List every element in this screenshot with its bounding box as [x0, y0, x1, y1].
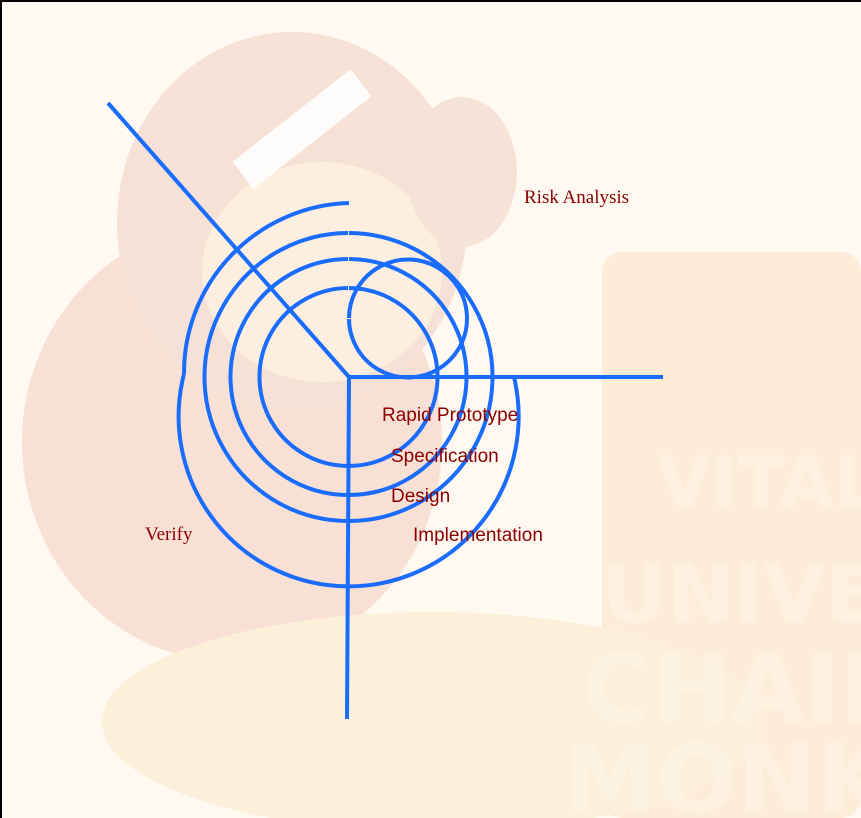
verify-label: Verify	[145, 524, 193, 545]
risk-analysis-label: Risk Analysis	[524, 187, 630, 208]
watermark-ear	[407, 97, 517, 247]
spiral-ring-5	[181, 201, 350, 375]
watermark-ground	[102, 612, 762, 818]
watermark-text-line2: UNIVE	[602, 548, 861, 641]
watermark-bandage	[232, 69, 372, 189]
watermark-head	[117, 32, 467, 412]
watermark-sign	[602, 252, 861, 818]
watermark-text-line4: MONKEY	[562, 725, 861, 818]
implementation-label: Implementation	[413, 525, 543, 546]
spiral-ring-2	[257, 286, 440, 468]
watermark-text-line1: VITAL	[657, 442, 861, 524]
spiral-ring-4	[202, 231, 495, 523]
specification-label: Specification	[391, 446, 499, 467]
watermark-face	[202, 162, 442, 382]
spiral-ring-1	[347, 257, 469, 380]
design-label: Design	[391, 486, 451, 507]
spiral-ring-5-lower	[176, 373, 521, 589]
watermark-text-line3: CHAIN	[582, 635, 861, 745]
axis-northwest	[106, 101, 351, 379]
spiral-ring-3	[228, 257, 469, 497]
watermark-body	[22, 222, 442, 662]
rapid-prototype-label: Rapid Prototype	[382, 405, 519, 426]
axis-south	[345, 376, 351, 720]
